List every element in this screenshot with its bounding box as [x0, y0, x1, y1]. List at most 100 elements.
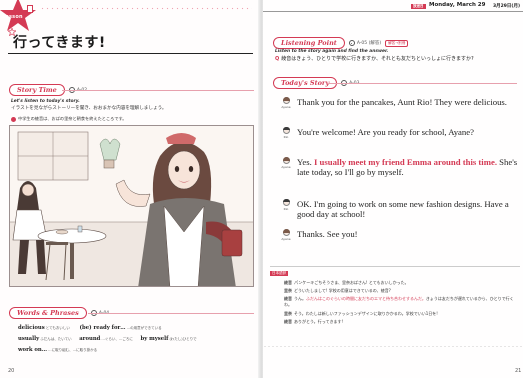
translation-line: 綾音ありがとう。行ってきます! — [284, 319, 343, 325]
section-rule — [88, 313, 254, 314]
translation-text: そう。わたしは新しいファッションデザインに取りかかるわ。学校でいい1日を! — [294, 311, 438, 316]
kitchen-scene-illustration — [10, 126, 253, 286]
words-phrases-label: Words & Phrases — [9, 307, 87, 319]
translation-line: 里奈そう。わたしは新しいファッションデザインに取りかかるわ。学校でいい1日を! — [284, 311, 438, 317]
dialogue-text: OK. I'm going to work on some new fashio… — [297, 199, 519, 220]
dialogue-line: Ayane Yes. I usually meet my friend Emma… — [279, 157, 519, 178]
dialogue-text-plain: She's late today, so I'll go by myself. — [297, 157, 518, 178]
translation-box: 日本語訳 綾音パンケーキごちそうさま、里奈おばさん! とてもおいしかった。 里奈… — [270, 266, 520, 341]
title-rule — [8, 53, 253, 54]
ayane-avatar-icon — [282, 97, 290, 104]
dialogue-text-plain: Thanks. See you! — [297, 229, 358, 239]
dialogue-text: Thanks. See you! — [297, 229, 358, 241]
avatar: Ayane — [279, 229, 293, 241]
speaker-name: Ayane — [281, 165, 291, 169]
dotted-rule — [263, 345, 523, 348]
book-gutter — [258, 0, 265, 378]
broadcast-date-jp: 3月29日(月) — [493, 3, 521, 9]
ayane-avatar-icon — [282, 229, 290, 236]
dialogue-text-plain: OK. I'm going to work on some new fashio… — [297, 199, 509, 220]
chair — [45, 242, 68, 281]
right-page: 放送日 Monday, March 29 3月29日(月) Listening … — [263, 0, 523, 378]
date-rule — [263, 11, 523, 12]
translation-text: うん。 — [294, 296, 306, 301]
translation-text: きょうは友だちが遅れているから、ひとりで行くわ。 — [284, 296, 514, 308]
translation-speaker: 里奈 — [284, 311, 292, 316]
translation-speaker: 綾音 — [284, 280, 292, 285]
dialogue-line: Rio You're welcome! Are you ready for sc… — [279, 127, 519, 139]
translation-line: 綾音パンケーキごちそうさま、里奈おばさん! とてもおいしかった。 — [284, 280, 409, 286]
page-number: 20 — [8, 368, 15, 374]
left-page: Lesson 行ってきます! Story Time A-02 Let's lis… — [0, 0, 260, 378]
dialogue-text: Yes. I usually meet my friend Emma aroun… — [297, 157, 519, 178]
words-phrases-header: Words & Phrases A-04 — [9, 307, 109, 319]
lesson-label: Lesson — [2, 14, 23, 20]
avatar: Ayane — [279, 97, 293, 109]
vocab-word: (be) ready for… — [79, 325, 126, 331]
rio-avatar-icon — [282, 127, 290, 134]
avatar: Ayane — [279, 157, 293, 178]
dialogue-line: Ayane Thanks. See you! — [279, 229, 519, 241]
listening-point-header: Listening Point A-05 (解答) 解答→別冊 — [273, 37, 409, 49]
translation-speaker: 綾音 — [284, 319, 292, 324]
cd-icon — [348, 40, 355, 46]
translation-text: どういたしまして! 学校の用意はできているの、綾音? — [294, 288, 391, 293]
listening-instruction-en: Listen to the story again and find the a… — [275, 49, 389, 54]
dialogue-text: Thank you for the pancakes, Aunt Rio! Th… — [297, 97, 507, 109]
todays-story-label: Today's Story — [273, 77, 338, 89]
dialogue-line: Rio OK. I'm going to work on some new fa… — [279, 199, 519, 220]
vocab-row: usuallyふだんは、たいてい around…ぐらい、…ごろに by myse… — [18, 336, 197, 342]
translation-tag: 日本語訳 — [270, 271, 289, 276]
vocab-meaning: …に取り組む、…に取り掛かる — [48, 348, 98, 352]
dialogue-text-plain: Yes. — [297, 157, 314, 167]
section-rule — [329, 83, 517, 84]
vocab-word: by myself — [140, 336, 169, 342]
vocab-word: work on… — [18, 347, 48, 353]
listening-question-text: 綾音はきょう、ひとりで学校に行きますか、それとも友だちといっしょに行きますか? — [281, 56, 474, 62]
story-hint-text: 中学生の綾音は、おばの里奈と朝食を終えたところです。 — [18, 116, 127, 121]
story-illustration — [9, 125, 254, 287]
translation-text-highlight: ふだんはこのぐらいの時間に友だちのエマと待ち合わせするんだ。 — [306, 296, 426, 301]
dialogue-text: You're welcome! Are you ready for school… — [297, 127, 474, 139]
speaker-name: Rio — [283, 135, 289, 139]
translation-text: ありがとう。行ってきます! — [294, 319, 344, 324]
listening-point-label: Listening Point — [273, 37, 345, 49]
ayane-figure — [115, 133, 243, 286]
page-number: 21 — [515, 368, 522, 374]
speaker-name: Ayane — [281, 237, 291, 241]
broadcast-date-en: Monday, March 29 — [429, 2, 486, 8]
aunt-figure — [12, 181, 48, 274]
question-marker: Q — [275, 56, 280, 62]
translation-text: パンケーキごちそうさま、里奈おばさん! とてもおいしかった。 — [294, 280, 409, 285]
vocab-meaning: (わたし)ひとりで — [169, 337, 197, 341]
dialogue-line: Ayane Thank you for the pancakes, Aunt R… — [279, 97, 519, 109]
dialogue-text-plain: You're welcome! Are you ready for school… — [297, 127, 474, 137]
hint-bullet-icon — [11, 116, 16, 122]
section-rule — [62, 90, 254, 91]
avatar: Rio — [279, 127, 293, 139]
translation-line: 綾音うん。ふだんはこのぐらいの時間に友だちのエマと待ち合わせするんだ。きょうは友… — [284, 296, 516, 309]
table — [37, 225, 107, 279]
avatar: Rio — [279, 199, 293, 220]
vocab-meaning: …ぐらい、…ごろに — [101, 337, 133, 341]
rio-avatar-icon — [282, 199, 290, 206]
lesson-number-box — [27, 5, 33, 13]
vocab-word: delicious — [18, 325, 45, 331]
story-time-instruction-en: Let's listen to today's story. — [11, 99, 80, 104]
vocab-meaning: ふだんは、たいてい — [40, 337, 72, 341]
speaker-name: Ayane — [281, 105, 291, 109]
story-hint: 中学生の綾音は、おばの里奈と朝食を終えたところです。 — [11, 116, 126, 122]
translation-line: 里奈どういたしまして! 学校の用意はできているの、綾音? — [284, 288, 391, 294]
translation-speaker: 里奈 — [284, 288, 292, 293]
lesson-star-icon — [0, 0, 36, 31]
dialogue-text-highlight: I usually meet my friend Emma around thi… — [313, 157, 497, 167]
dotted-rule — [40, 7, 252, 10]
ayane-avatar-icon — [282, 157, 290, 164]
vocab-word: around — [79, 336, 101, 342]
story-time-instruction-jp: イラストを見ながらストーリーを聞き、おおまかな内容を理解しましょう。 — [11, 106, 167, 111]
dialogue-text-plain: Thank you for the pancakes, Aunt Rio! Th… — [297, 97, 507, 107]
vocab-meaning: …の用意ができている — [126, 326, 162, 330]
audio-track-button[interactable]: A-05 (解答) — [348, 40, 381, 46]
